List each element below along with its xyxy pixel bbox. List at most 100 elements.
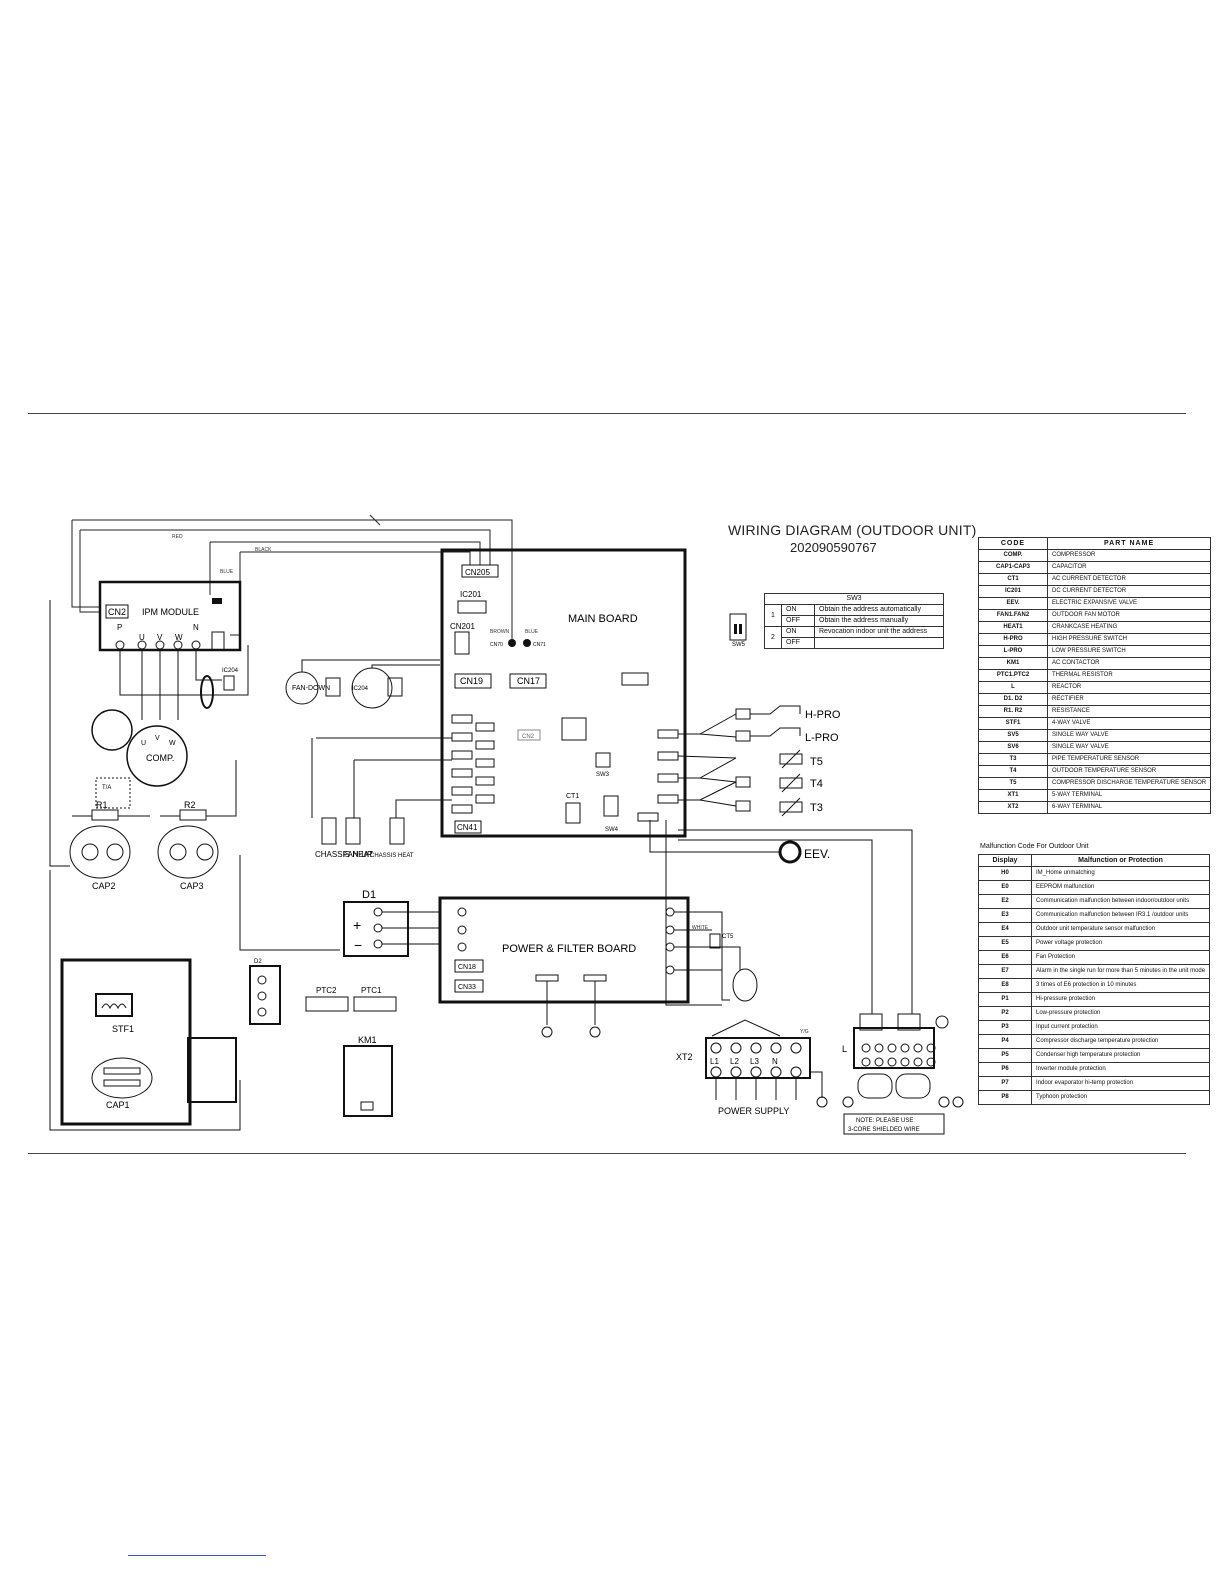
svg-text:CN2: CN2 <box>108 607 126 617</box>
svg-text:T/A: T/A <box>102 785 111 791</box>
malfunction-code: P3 <box>978 1020 1032 1035</box>
svg-text:R1: R1 <box>96 800 108 810</box>
svg-text:SW5: SW5 <box>732 642 746 648</box>
svg-text:FAN-UP: FAN-UP <box>343 850 372 859</box>
parts-code: SV5 <box>978 729 1048 742</box>
parts-name: RECTIFIER <box>1046 693 1212 706</box>
parts-name: OUTDOOR TEMPERATURE SENSOR <box>1046 765 1212 778</box>
svg-text:CN205: CN205 <box>465 568 490 577</box>
parts-name: PIPE TEMPERATURE SENSOR <box>1046 753 1212 766</box>
parts-name: CRANKCASE HEATING <box>1046 621 1212 634</box>
svg-text:CN70: CN70 <box>490 642 503 648</box>
sw3-state: OFF <box>781 637 815 649</box>
diagram-title: WIRING DIAGRAM (OUTDOOR UNIT) <box>728 522 977 538</box>
sw3-pos: 1 <box>764 604 782 627</box>
parts-code: T3 <box>978 753 1048 766</box>
svg-text:N: N <box>193 623 199 632</box>
svg-text:IC204: IC204 <box>352 686 369 692</box>
svg-text:IC201: IC201 <box>460 590 482 599</box>
malfunction-name: Hi-pressure protection <box>1030 992 1211 1007</box>
footer-link-underline[interactable] <box>128 1555 266 1556</box>
malfunction-name: Alarm in the single run for more than 5 … <box>1030 964 1211 979</box>
svg-text:CAP2: CAP2 <box>92 881 116 891</box>
sw3-state: OFF <box>781 615 815 627</box>
svg-text:CN41: CN41 <box>457 823 478 832</box>
malfunction-name: Outdoor unit temperature sensor malfunct… <box>1030 922 1211 937</box>
svg-text:XT2: XT2 <box>676 1052 693 1062</box>
svg-text:BLACK: BLACK <box>255 547 272 553</box>
malfunction-code: E2 <box>978 894 1032 909</box>
malfunction-code: P8 <box>978 1090 1032 1105</box>
svg-text:−: − <box>354 937 362 953</box>
svg-text:POWER SUPPLY: POWER SUPPLY <box>718 1106 789 1116</box>
svg-text:L2: L2 <box>730 1057 739 1066</box>
svg-text:CHASSIS HEAT: CHASSIS HEAT <box>370 853 414 859</box>
svg-text:COMP.: COMP. <box>146 753 174 763</box>
malfunction-name: Input current protection <box>1030 1020 1211 1035</box>
parts-name: 6-WAY TERMINAL <box>1046 801 1212 814</box>
parts-code: EEV. <box>978 597 1048 610</box>
malfunction-code: E5 <box>978 936 1032 951</box>
parts-name: THERMAL RESISTOR <box>1046 669 1212 682</box>
malfunction-code: P2 <box>978 1006 1032 1021</box>
malfunction-code: P4 <box>978 1034 1032 1049</box>
parts-code: L-PRO <box>978 645 1048 658</box>
parts-name: AC CURRENT DETECTOR <box>1046 573 1212 586</box>
malfunction-code: P7 <box>978 1076 1032 1091</box>
svg-text:L-PRO: L-PRO <box>805 732 839 744</box>
svg-text:CAP3: CAP3 <box>180 881 204 891</box>
svg-text:PTC1: PTC1 <box>361 986 382 995</box>
parts-code: CAP1-CAP3 <box>978 561 1048 574</box>
svg-text:V: V <box>157 633 163 642</box>
parts-name: HIGH PRESSURE SWITCH <box>1046 633 1212 646</box>
svg-text:U: U <box>139 633 145 642</box>
svg-text:U: U <box>141 740 146 747</box>
parts-code: H-PRO <box>978 633 1048 646</box>
malfunction-name: Fan Protection <box>1030 950 1211 965</box>
malfunction-code: P6 <box>978 1062 1032 1077</box>
malfunction-name: Condenser high temperature protection <box>1030 1048 1211 1063</box>
svg-text:CN18: CN18 <box>458 964 476 971</box>
malfunction-name: EEPROM malfunction <box>1030 880 1211 895</box>
parts-name: 5-WAY TERMINAL <box>1046 789 1212 802</box>
parts-code: HEAT1 <box>978 621 1048 634</box>
svg-text:RED: RED <box>172 534 183 540</box>
sw3-desc: Obtain the address manually <box>814 615 944 627</box>
parts-code: KM1 <box>978 657 1048 670</box>
malfunction-name: Power voltage protection <box>1030 936 1211 951</box>
svg-text:D2: D2 <box>254 959 262 965</box>
parts-code: D1. D2 <box>978 693 1048 706</box>
malfunction-name: Indoor evaporator hi-temp protection <box>1030 1076 1211 1091</box>
parts-code: SV6 <box>978 741 1048 754</box>
malfunction-code: H0 <box>978 866 1032 881</box>
malfunction-name: Inverter module protection <box>1030 1062 1211 1077</box>
sw3-state: ON <box>781 626 815 638</box>
parts-header-code: CODE <box>978 537 1048 550</box>
svg-text:T3: T3 <box>810 802 823 814</box>
svg-text:Y/G: Y/G <box>800 1029 809 1035</box>
svg-text:W: W <box>175 633 183 642</box>
sw3-state: ON <box>781 604 815 616</box>
sw3-table: SW3 1 ON Obtain the address automaticall… <box>764 593 944 649</box>
svg-text:KM1: KM1 <box>358 1035 377 1045</box>
parts-code: PTC1.PTC2 <box>978 669 1048 682</box>
svg-text:P: P <box>117 623 122 632</box>
svg-text:BLUE: BLUE <box>525 629 539 635</box>
svg-text:POWER & FILTER BOARD: POWER & FILTER BOARD <box>502 943 636 955</box>
ipm-module-box <box>98 580 242 652</box>
